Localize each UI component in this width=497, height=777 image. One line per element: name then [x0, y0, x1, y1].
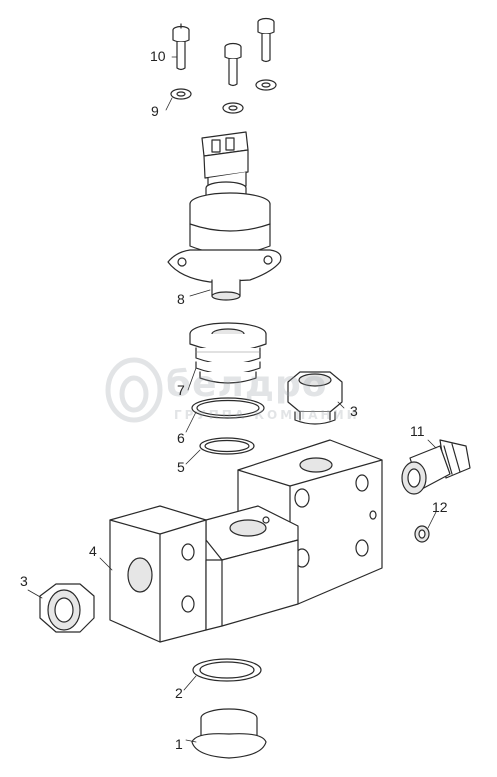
callout-12: 12 — [432, 499, 448, 515]
callout-6: 6 — [177, 430, 185, 446]
part-6-o-ring — [191, 397, 265, 419]
part-3-plug-nut-lower — [39, 583, 95, 633]
callout-11: 11 — [410, 423, 425, 439]
callout-9: 9 — [151, 103, 159, 119]
callout-10: 10 — [150, 48, 166, 64]
part-9-washer-middle — [222, 102, 244, 114]
part-7-cartridge — [189, 322, 267, 384]
callout-4: 4 — [89, 543, 97, 559]
part-9-washer-left — [170, 88, 192, 100]
part-12-small-plug — [414, 525, 430, 543]
part-10-bolt-right — [257, 17, 275, 63]
callout-2: 2 — [175, 685, 183, 701]
part-10-bolt-middle — [224, 42, 242, 87]
part-3-plug-nut-upper — [287, 371, 343, 425]
part-4-valve-body — [109, 439, 383, 643]
leader-lines — [27, 56, 437, 743]
part-5-o-ring — [199, 437, 255, 455]
callout-5: 5 — [177, 459, 185, 475]
part-1-cap — [191, 708, 267, 759]
callout-8: 8 — [177, 291, 185, 307]
part-10-bolt-left — [172, 23, 190, 71]
callout-3-lower: 3 — [20, 573, 28, 589]
part-8-solenoid-unit — [167, 131, 282, 301]
callout-1: 1 — [175, 736, 183, 752]
callout-3-upper: 3 — [350, 403, 358, 419]
part-9-washer-right — [255, 79, 277, 91]
callout-7: 7 — [177, 382, 185, 398]
part-11-check-valve — [401, 439, 471, 495]
part-2-seal-ring — [192, 658, 262, 682]
